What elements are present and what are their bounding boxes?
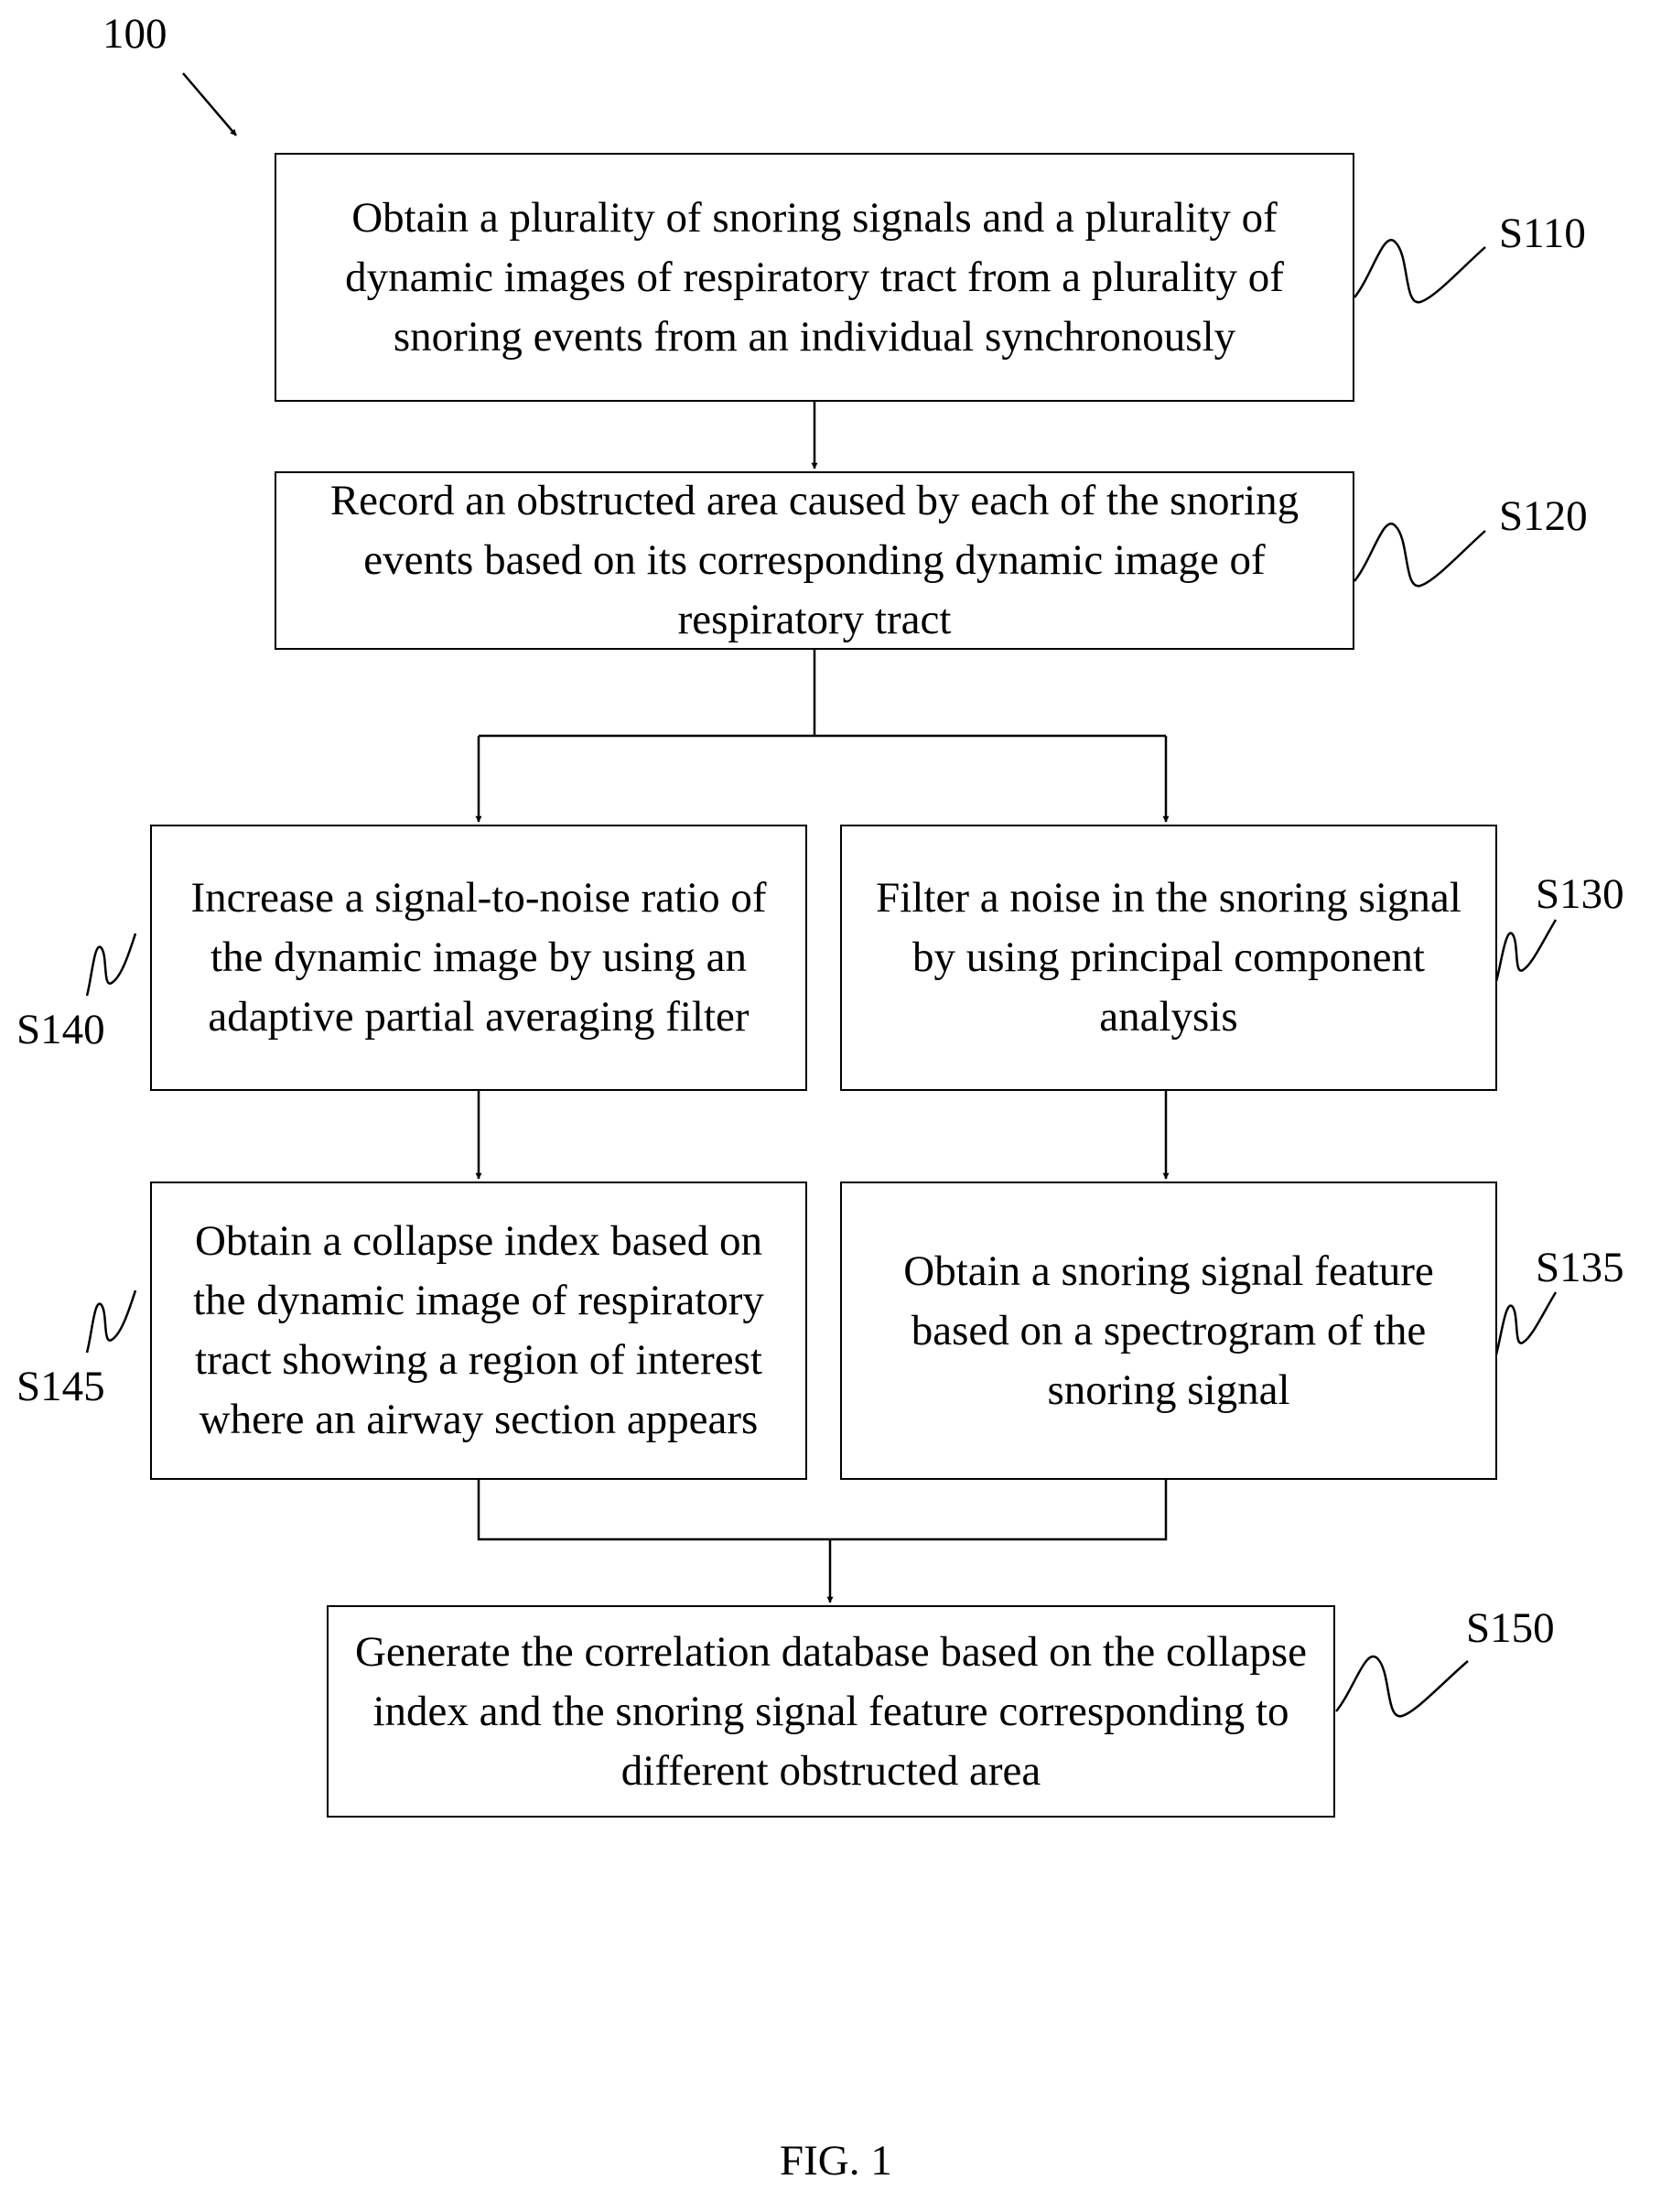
step-box-s110: Obtain a plurality of snoring signals an… (275, 153, 1354, 402)
step-label-s150: S150 (1466, 1603, 1555, 1653)
step-text-s150: Generate the correlation database based … (341, 1623, 1321, 1801)
step-box-s135: Obtain a snoring signal feature based on… (840, 1182, 1497, 1480)
squiggle-s135 (1496, 1292, 1556, 1354)
squiggle-s150 (1336, 1656, 1468, 1716)
figure-caption: FIG. 1 (780, 2136, 892, 2185)
step-box-s150: Generate the correlation database based … (327, 1605, 1335, 1818)
figure-ref-label: 100 (102, 9, 167, 59)
step-text-s135: Obtain a snoring signal feature based on… (855, 1242, 1483, 1420)
step-text-s145: Obtain a collapse index based on the dyn… (165, 1212, 793, 1450)
step-text-s130: Filter a noise in the snoring signal by … (855, 869, 1483, 1047)
squiggle-s120 (1354, 523, 1485, 586)
step-label-s145: S145 (16, 1362, 105, 1411)
step-label-s135: S135 (1536, 1243, 1624, 1292)
merge-to-s150 (479, 1480, 1166, 1539)
step-label-s130: S130 (1536, 869, 1624, 919)
step-text-s110: Obtain a plurality of snoring signals an… (289, 189, 1340, 367)
step-box-s120: Record an obstructed area caused by each… (275, 471, 1354, 650)
split-s120 (479, 650, 1166, 736)
step-label-s110: S110 (1499, 209, 1586, 258)
step-text-s120: Record an obstructed area caused by each… (289, 471, 1340, 650)
ref-100-pointer (183, 73, 236, 135)
squiggle-s140 (87, 933, 135, 996)
step-box-s140: Increase a signal-to-noise ratio of the … (150, 825, 807, 1091)
squiggle-s110 (1354, 240, 1485, 302)
step-text-s140: Increase a signal-to-noise ratio of the … (165, 869, 793, 1047)
step-box-s145: Obtain a collapse index based on the dyn… (150, 1182, 807, 1480)
step-label-s120: S120 (1499, 491, 1588, 541)
step-box-s130: Filter a noise in the snoring signal by … (840, 825, 1497, 1091)
squiggle-s145 (87, 1290, 135, 1353)
step-label-s140: S140 (16, 1005, 105, 1054)
squiggle-s130 (1496, 920, 1556, 981)
